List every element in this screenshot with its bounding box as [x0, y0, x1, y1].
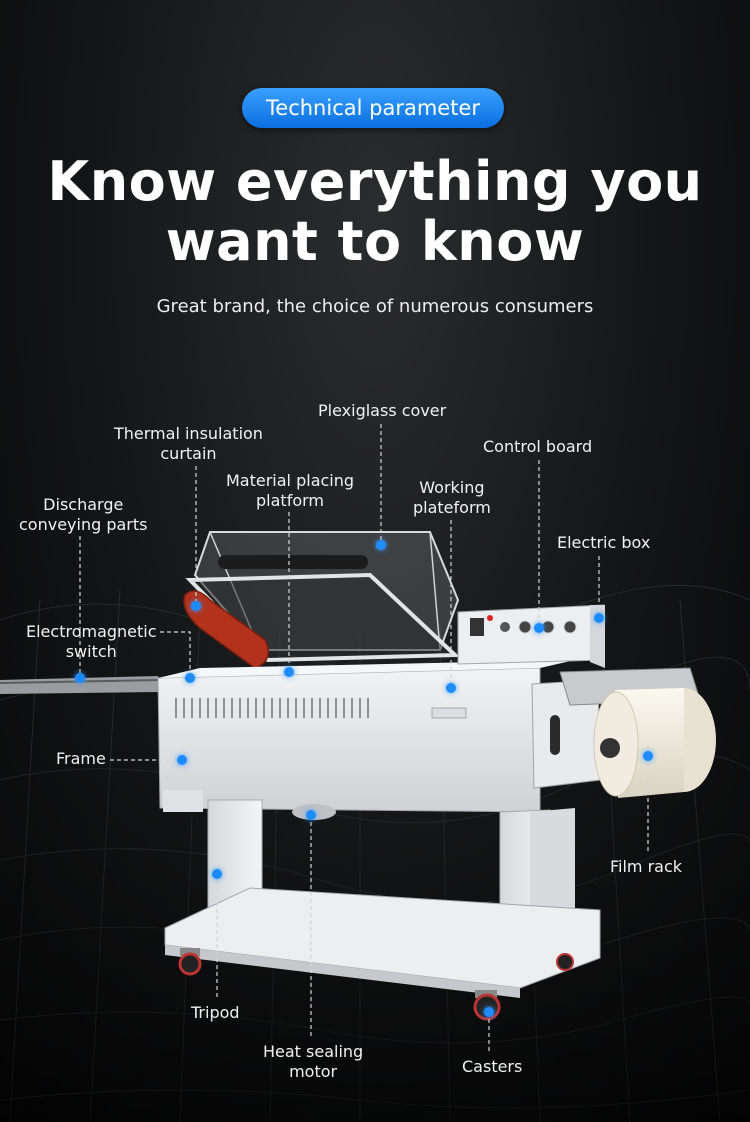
hotspot-electric-box: [594, 613, 604, 623]
label-electromag-line-2: switch: [65, 642, 117, 661]
label-discharge-line-1: Discharge: [43, 495, 124, 514]
hotspot-film-rack: [643, 751, 653, 761]
label-material-line-2: platform: [256, 491, 324, 510]
label-control-board: Control board: [483, 437, 593, 456]
hotspot-discharge-conveying: [75, 673, 85, 683]
label-material-line-1: Material placing: [226, 471, 355, 490]
label-film-rack: Film rack: [610, 857, 683, 876]
label-discharge-line-2: conveying parts: [19, 515, 148, 534]
hotspot-electromagnetic-switch: [185, 673, 195, 683]
hotspot-casters: [484, 1007, 494, 1017]
caster-wheels: [178, 948, 574, 1021]
label-heat-line-1: Heat sealing: [263, 1042, 364, 1061]
label-thermal-line-2: curtain: [160, 444, 217, 463]
hotspot-working-plateform: [446, 683, 456, 693]
hotspot-control-board: [534, 623, 544, 633]
label-heat-line-2: motor: [289, 1062, 338, 1081]
page-subtitle: Great brand, the choice of numerous cons…: [156, 296, 594, 317]
thermal-curtain: [183, 590, 270, 669]
hotspot-plexiglass-cover: [376, 540, 386, 550]
label-tripod: Tripod: [191, 1003, 240, 1022]
label-working-line-2: plateform: [413, 498, 491, 517]
label-frame: Frame: [56, 749, 106, 768]
label-material-platform: Material placing platform: [226, 471, 354, 511]
label-plexiglass-cover: Plexiglass cover: [318, 401, 447, 420]
headline-line-2: want to know: [165, 210, 585, 273]
label-casters: Casters: [462, 1057, 523, 1076]
label-working-plateform: Working plateform: [413, 478, 491, 518]
label-electric-box: Electric box: [557, 533, 651, 552]
technical-parameter-badge: Technical parameter: [242, 88, 504, 128]
label-heat-sealing-motor: Heat sealing motor: [263, 1042, 363, 1082]
hotspot-tripod: [212, 869, 222, 879]
hotspot-thermal-curtain: [191, 601, 201, 611]
label-thermal-line-1: Thermal insulation: [114, 424, 263, 443]
label-electromagnetic-switch: Electromagnetic switch: [26, 622, 157, 662]
label-discharge-conveying: Discharge conveying parts: [19, 495, 147, 535]
hotspot-heat-sealing-motor: [306, 810, 316, 820]
hotspot-frame: [177, 755, 187, 765]
label-thermal-curtain: Thermal insulation curtain: [114, 424, 263, 464]
headline-line-1: Know everything you: [47, 150, 703, 213]
page-headline: Know everything you want to know: [0, 152, 750, 272]
label-working-line-1: Working: [419, 478, 485, 497]
leader-lines: [79, 424, 649, 1052]
hotspot-material-platform: [284, 667, 294, 677]
label-electromag-line-1: Electromagnetic: [26, 622, 157, 641]
